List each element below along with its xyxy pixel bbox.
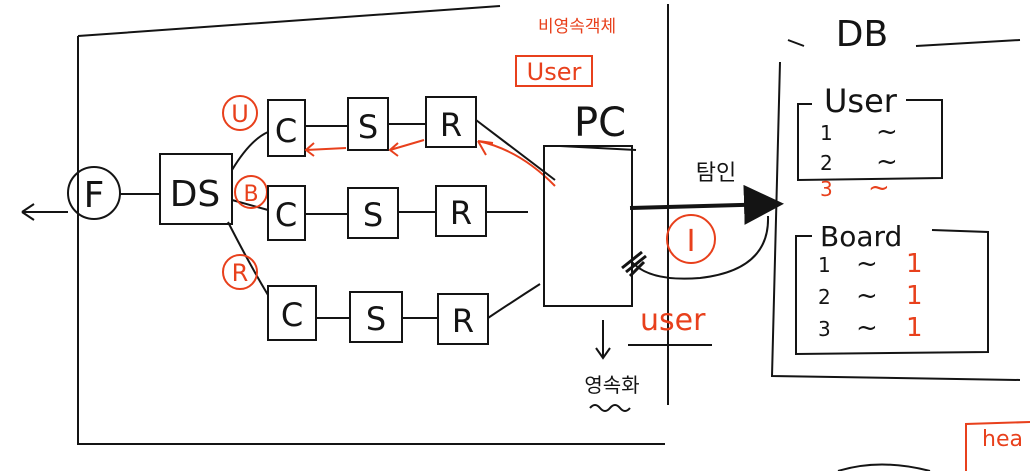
r-pc-line-u <box>475 119 556 181</box>
row-tag-r: R <box>232 259 249 287</box>
row-tag-circle-u <box>222 95 258 131</box>
board-row-1-ref: 1 <box>906 249 923 279</box>
pc-top-note: 비영속객체 <box>538 17 616 37</box>
pc-bottom-entity: user <box>640 303 706 338</box>
board-table-box <box>795 229 989 356</box>
pc-label: PC <box>574 100 626 146</box>
board-row-3-id: 3 <box>818 317 831 341</box>
repository-label-b: R <box>450 194 472 232</box>
repository-label-u: R <box>440 106 462 144</box>
controller-box-r <box>267 285 317 341</box>
service-label-u: S <box>358 108 378 146</box>
id-badge-label: I <box>687 224 696 259</box>
row-tag-u: U <box>231 100 249 128</box>
user-row-3-id: 3 <box>820 177 833 201</box>
dispatcher-box <box>159 153 233 225</box>
user-row-3-value: ~ <box>868 173 890 203</box>
db-return-curve <box>631 215 770 280</box>
pc-bottom-note: 영속화 <box>584 373 639 397</box>
user-table-title: User <box>824 82 898 120</box>
pc-down-arrowhead <box>595 347 611 360</box>
dispatcher-label: DS <box>170 174 221 215</box>
board-row-2-id: 2 <box>818 285 831 309</box>
user-row-1-id: 1 <box>820 121 833 145</box>
row-tag-b: B <box>243 182 258 207</box>
board-row-3-ref: 1 <box>906 313 923 343</box>
board-row-1-id: 1 <box>818 253 831 277</box>
pc-entity-label: User <box>527 58 582 86</box>
filter-label: F <box>84 175 105 216</box>
repository-box-u <box>425 96 477 148</box>
r-pc-line-r <box>487 283 541 319</box>
bottom-arc <box>837 463 931 471</box>
controller-label-u: C <box>275 112 297 150</box>
pc-entity-box <box>515 55 593 87</box>
pc-arrow-label: 탐인 <box>696 161 736 186</box>
pc-box <box>543 145 633 307</box>
pc-box-top-line <box>559 145 637 151</box>
db-title: DB <box>836 14 888 55</box>
user-row-2-id: 2 <box>820 151 833 175</box>
board-row-3-value: ~ <box>856 313 878 343</box>
service-label-r: S <box>366 300 386 338</box>
pc-to-db-arrow <box>629 184 784 225</box>
return-arrow-u <box>304 139 556 187</box>
ds-branch-u <box>231 131 269 171</box>
board-row-2-value: ~ <box>856 281 878 311</box>
controller-label-b: C <box>275 196 297 234</box>
pc-scribble <box>621 250 647 278</box>
user-table-box <box>797 99 943 182</box>
pc-bottom-wave <box>589 404 631 412</box>
id-badge-circle <box>666 214 716 264</box>
row-tag-circle-r <box>222 254 258 290</box>
board-row-2-ref: 1 <box>906 281 923 311</box>
ds-branch-r <box>227 221 269 296</box>
controller-box-u <box>267 99 306 157</box>
controller-label-r: C <box>281 296 303 334</box>
board-row-1-value: ~ <box>856 249 878 279</box>
board-table-title: Board <box>820 220 902 253</box>
corner-note-bracket <box>965 421 1030 471</box>
db-frame <box>770 39 1021 381</box>
service-label-b: S <box>363 196 383 234</box>
user-row-2-value: ~ <box>876 147 898 177</box>
user-row-1-value: ~ <box>876 117 898 147</box>
repository-label-r: R <box>452 302 474 340</box>
client-arrowhead <box>21 203 35 221</box>
corner-note: hea <box>982 427 1023 452</box>
